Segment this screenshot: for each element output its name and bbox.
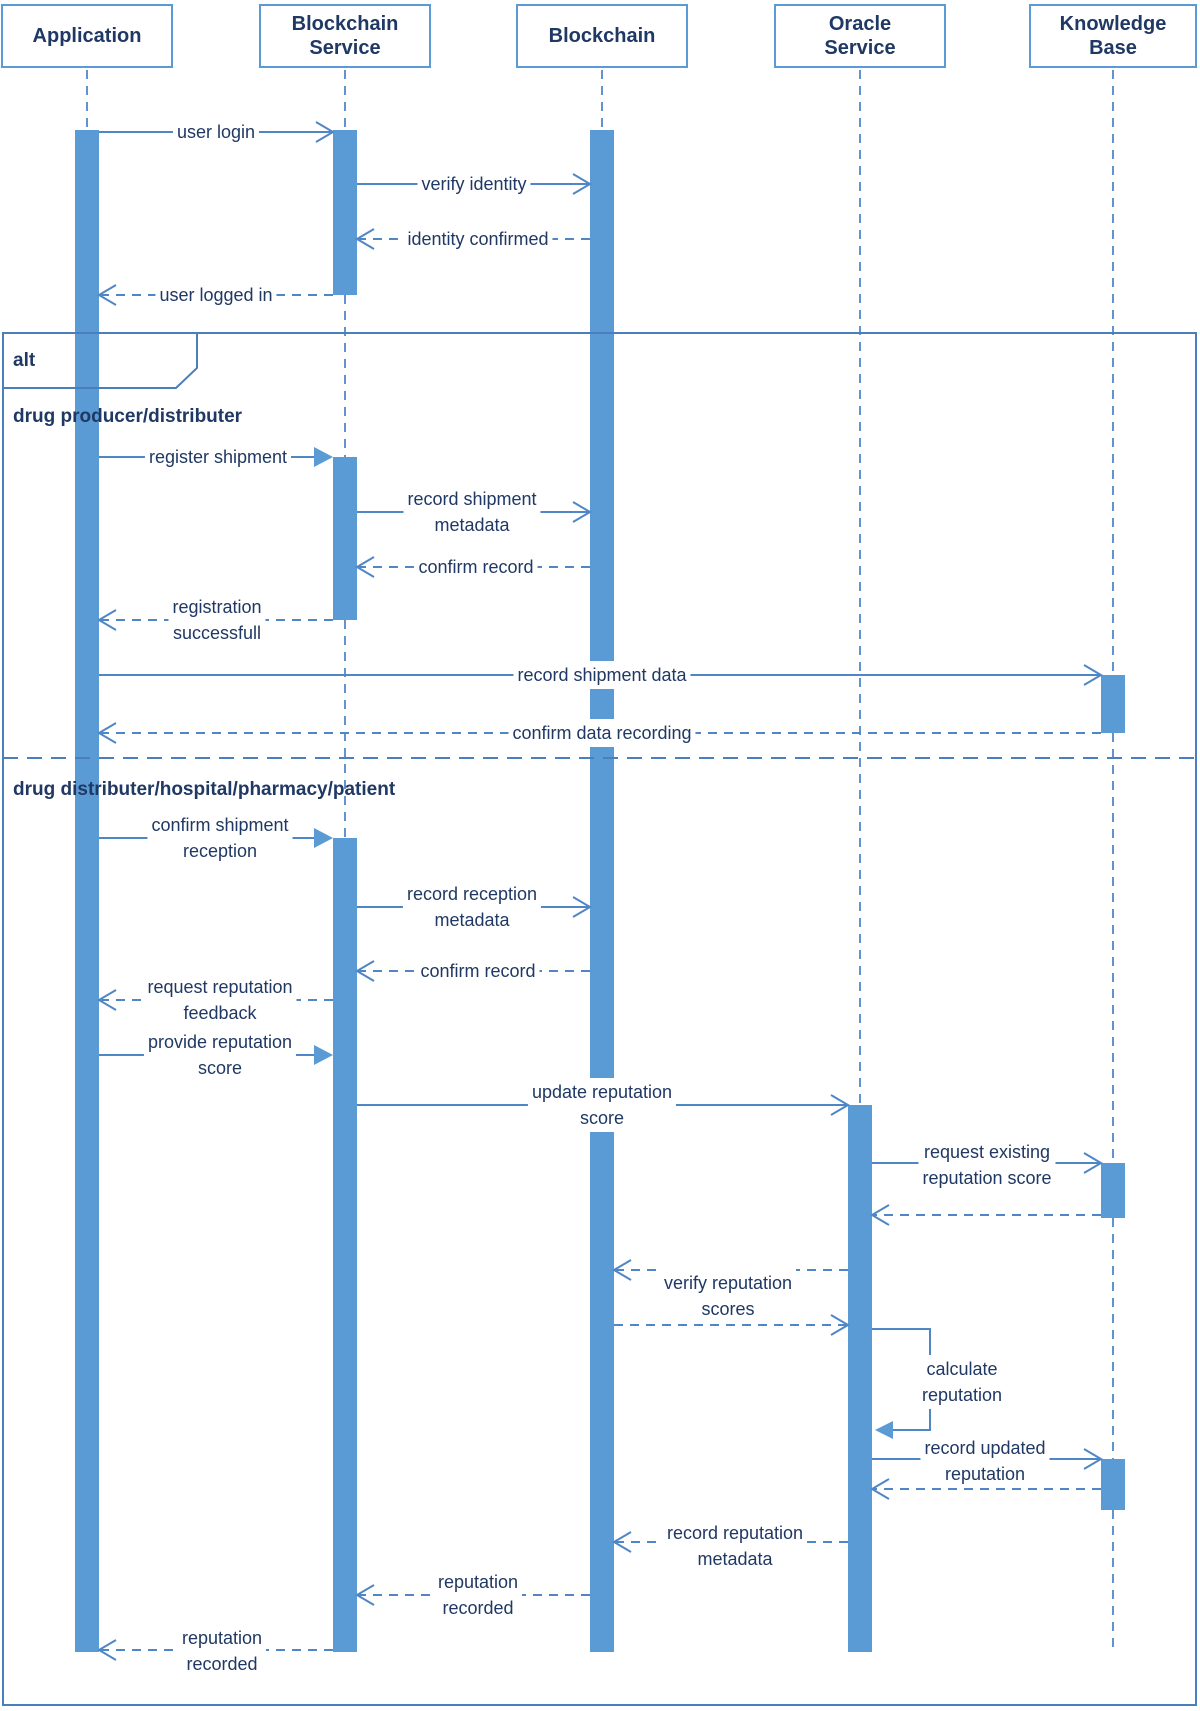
- arrowhead-user-logged-in: [97, 284, 117, 306]
- message-label-reputation-recorded-1: reputation recorded: [433, 1568, 523, 1622]
- activation-bar-blockchain: [590, 130, 614, 1652]
- arrowhead-return-updated-reputation: [870, 1478, 890, 1500]
- actor-blockchain: Blockchain: [516, 4, 688, 68]
- message-label-record-shipment-data: record shipment data: [513, 661, 691, 689]
- arrowhead-identity-confirmed: [355, 228, 375, 250]
- message-label-record-reception-metadata: record reception metadata: [402, 880, 542, 934]
- message-label-reputation-recorded-2: reputation recorded: [177, 1624, 267, 1678]
- message-label-provide-reputation-score: provide reputation score: [143, 1028, 297, 1082]
- message-label-register-shipment: register shipment: [144, 443, 292, 471]
- message-label-request-reputation-feedback: request reputation feedback: [143, 973, 297, 1027]
- guard-drug-producer-distributer: drug producer/distributer: [13, 406, 243, 427]
- alt-frame-tab: [3, 333, 198, 389]
- message-label-identity-confirmed: identity confirmed: [403, 225, 553, 253]
- arrowhead-confirm-record-1: [355, 556, 375, 578]
- message-label-record-reputation-metadata: record reputation metadata: [662, 1519, 808, 1573]
- activation-bar-knowledge-base-2: [1101, 1163, 1125, 1218]
- actor-knowledge-base: Knowledge Base: [1029, 4, 1197, 68]
- message-label-record-updated-reputation: record updated reputation: [920, 1434, 1050, 1488]
- arrowhead-record-shipment-metadata: [572, 501, 592, 523]
- actor-application: Application: [1, 4, 173, 68]
- arrowhead-return-existing-score: [870, 1204, 890, 1226]
- arrowhead-record-reputation-metadata: [612, 1531, 632, 1553]
- message-label-verify-reputation-scores: verify reputation scores: [659, 1269, 797, 1323]
- message-label-record-shipment-metadata: record shipment metadata: [403, 485, 541, 539]
- message-label-registration-successfull: registration successfull: [168, 593, 266, 647]
- arrowhead-provide-reputation-score: [314, 1045, 333, 1065]
- message-label-user-logged-in: user logged in: [155, 281, 277, 309]
- message-label-confirm-shipment-reception: confirm shipment reception: [147, 811, 293, 865]
- arrowhead-reputation-recorded-1: [355, 1584, 375, 1606]
- activation-bar-blockchain-service-3: [333, 838, 357, 1652]
- arrowhead-confirm-record-2: [355, 960, 375, 982]
- arrowhead-reputation-recorded-2: [97, 1639, 117, 1661]
- arrowhead-request-existing-reputation-score: [1083, 1152, 1103, 1174]
- message-label-confirm-record-1: confirm record: [414, 553, 538, 581]
- arrowhead-calculate-reputation: [875, 1421, 893, 1439]
- arrowhead-registration-successfull: [97, 609, 117, 631]
- message-label-confirm-data-recording: confirm data recording: [508, 719, 696, 747]
- arrowhead-verify-identity: [572, 173, 592, 195]
- arrowhead-record-reception-metadata: [572, 896, 592, 918]
- arrowhead-confirm-shipment-reception: [314, 828, 333, 848]
- message-label-verify-identity: verify identity: [417, 170, 531, 198]
- arrowhead-verify-reputation-scores: [612, 1259, 632, 1281]
- guard-drug-distributer-hospital-pharmacy-patient: drug distributer/hospital/pharmacy/patie…: [13, 779, 396, 800]
- message-label-calculate-reputation: calculate reputation: [917, 1355, 1007, 1409]
- activation-bar-application: [75, 130, 99, 1652]
- alt-operator-label: alt: [13, 350, 36, 371]
- arrowhead-update-reputation-score: [830, 1094, 850, 1116]
- message-label-request-existing-reputation-score: request existing reputation score: [918, 1138, 1056, 1192]
- activation-bar-blockchain-service-1: [333, 130, 357, 295]
- activation-bar-knowledge-base-1: [1101, 675, 1125, 733]
- activation-bar-knowledge-base-3: [1101, 1459, 1125, 1510]
- arrowhead-record-shipment-data: [1083, 664, 1103, 686]
- arrowhead-record-updated-reputation: [1083, 1448, 1103, 1470]
- actor-blockchain-service: Blockchain Service: [259, 4, 431, 68]
- activation-bar-oracle-service: [848, 1105, 872, 1652]
- message-label-user-login: user login: [172, 118, 260, 146]
- arrowhead-confirm-data-recording: [97, 722, 117, 744]
- arrowhead-register-shipment: [314, 447, 333, 467]
- message-label-confirm-record-2: confirm record: [416, 957, 540, 985]
- actor-oracle-service: Oracle Service: [774, 4, 946, 68]
- alt-frame-border: [2, 332, 1197, 1706]
- arrowhead-user-login: [315, 121, 335, 143]
- arrowhead-request-reputation-feedback: [97, 989, 117, 1011]
- arrowhead-scores-verified: [830, 1314, 850, 1336]
- activation-bar-blockchain-service-2: [333, 457, 357, 620]
- message-label-update-reputation-score: update reputation score: [527, 1078, 677, 1132]
